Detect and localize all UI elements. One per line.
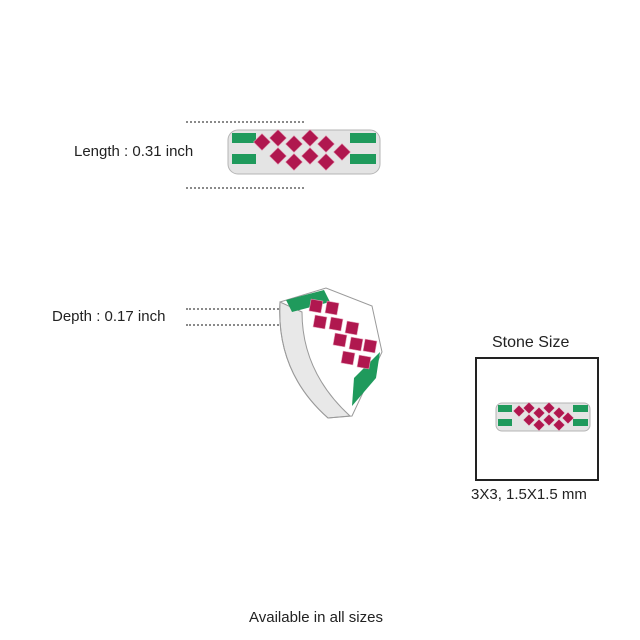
- ring-angled-view-image: [279, 287, 383, 419]
- footer-availability-text: Available in all sizes: [249, 609, 383, 626]
- depth-bottom-guide: [186, 324, 286, 326]
- stone-size-title: Stone Size: [492, 334, 570, 351]
- length-top-guide: [186, 121, 304, 123]
- length-bottom-guide: [186, 187, 304, 189]
- stone-size-frame: [475, 357, 599, 481]
- stone-size-ring-image: [495, 402, 591, 432]
- length-label: Length : 0.31 inch: [74, 143, 194, 160]
- ring-top-view-image: [227, 129, 381, 175]
- stone-size-value: 3X3, 1.5X1.5 mm: [471, 486, 587, 503]
- depth-label: Depth : 0.17 inch: [52, 308, 166, 325]
- depth-top-guide: [186, 308, 286, 310]
